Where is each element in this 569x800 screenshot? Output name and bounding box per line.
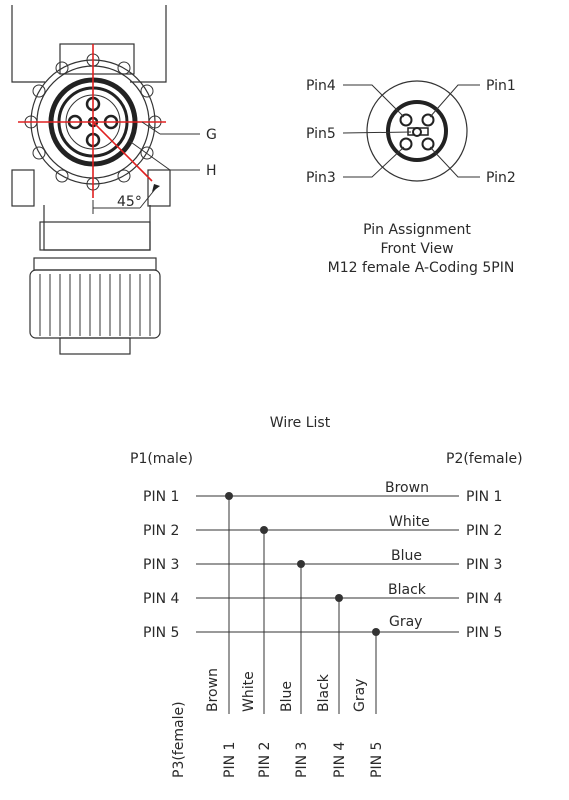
p2-pin-label: PIN 3 [466,557,502,573]
wire-color-label: White [389,514,430,530]
connector-drawing: G H 45° [11,5,217,355]
knurl-lines [39,274,151,336]
p3-color-label: Gray [352,679,368,712]
caption-line-3: M12 female A-Coding 5PIN [328,260,515,276]
pin5-label: Pin5 [306,126,336,142]
wire-color-label: Black [388,582,427,598]
junction-dot [225,492,233,500]
junction-dot [335,594,343,602]
p1-label: P1(male) [130,451,193,467]
pin2-label: Pin2 [486,170,516,186]
wire-row: PIN 5 Gray PIN 5 [143,614,502,641]
wire-row: PIN 1 Brown PIN 1 [143,480,502,505]
p3-color-label: White [241,671,257,712]
p3-color-label: Blue [279,681,295,712]
p2-pin-label: PIN 2 [466,523,502,539]
p3-color-label: Black [316,673,332,712]
pin3-dot [399,137,413,151]
pin4-dot [399,113,413,127]
p3-pin-label: PIN 5 [369,742,385,778]
pin-assignment-view: Pin4 Pin1 Pin5 Pin3 Pin2 Pin Assignment … [306,78,516,276]
angle-label: 45° [117,194,142,210]
callout-g-label: G [206,127,217,143]
wire-list: Wire List P1(male) P2(female) PIN 1 Brow… [130,415,523,778]
p3-branches [225,492,380,714]
caption-line-2: Front View [380,241,453,257]
wire-row: PIN 4 Black PIN 4 [143,582,502,607]
p1-pin-label: PIN 3 [143,557,179,573]
p3-pin-label: PIN 3 [294,742,310,778]
p2-pin-label: PIN 4 [466,591,502,607]
p2-pin-label: PIN 5 [466,625,502,641]
p1-pin-label: PIN 2 [143,523,179,539]
wire-color-label: Gray [389,614,422,630]
scallops [24,53,162,191]
pin5-dot [412,127,422,137]
caption-line-1: Pin Assignment [363,222,471,238]
junction-dot [372,628,380,636]
p1-pin-label: PIN 1 [143,489,179,505]
p3-pin-label: PIN 1 [222,742,238,778]
pin2-dot [421,137,435,151]
p3-label: P3(female) [171,701,187,778]
wire-color-label: Brown [385,480,429,496]
wire-row: PIN 3 Blue PIN 3 [143,548,502,573]
p3-color-label: Brown [205,668,221,712]
pin1-label: Pin1 [486,78,516,94]
pin3-label: Pin3 [306,170,336,186]
p3-pin-label: PIN 4 [332,742,348,778]
p3-pin-label: PIN 2 [257,742,273,778]
pin4-label: Pin4 [306,78,336,94]
p1-pin-label: PIN 4 [143,591,179,607]
junction-dot [260,526,268,534]
junction-dot [297,560,305,568]
p2-label: P2(female) [446,451,523,467]
wire-row: PIN 2 White PIN 2 [143,514,502,539]
p1-pin-label: PIN 5 [143,625,179,641]
wire-list-title: Wire List [270,415,331,431]
wire-color-label: Blue [391,548,422,564]
p2-pin-label: PIN 1 [466,489,502,505]
callout-h-label: H [206,163,217,179]
pin1-dot [421,113,435,127]
